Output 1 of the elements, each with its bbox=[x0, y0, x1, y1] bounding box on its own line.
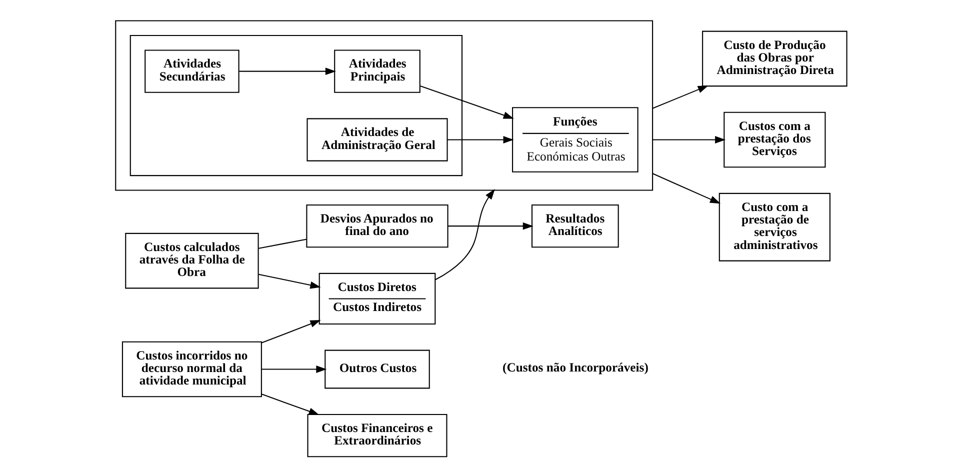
label: (Custos não Incorporáveis) bbox=[502, 360, 648, 374]
